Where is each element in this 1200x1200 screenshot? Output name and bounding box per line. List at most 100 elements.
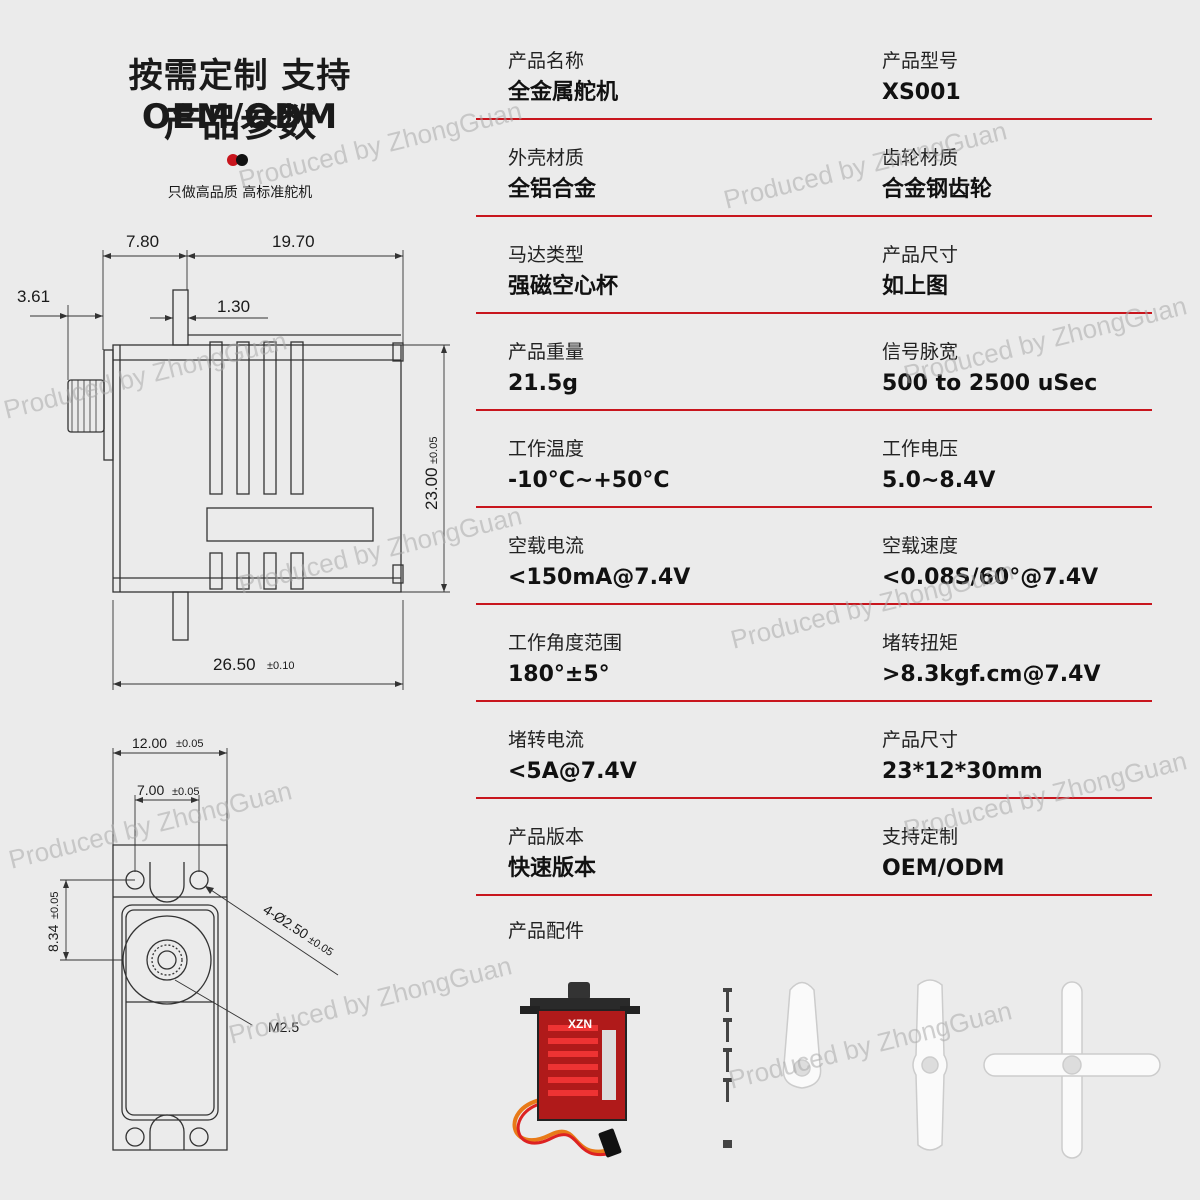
screws bbox=[723, 988, 732, 1148]
servo-brand: XZN bbox=[568, 1017, 592, 1031]
dim-780: 7.80 bbox=[126, 232, 159, 251]
spec-label: 工作角度范围 bbox=[508, 632, 623, 654]
row-divider bbox=[476, 603, 1152, 605]
spec-cell: 空载速度 <0.08S/60°@7.4V bbox=[882, 533, 1098, 593]
dim-1970: 19.70 bbox=[272, 232, 315, 251]
spec-cell: 产品尺寸如上图 bbox=[882, 242, 958, 302]
spec-value: 500 to 2500 uSec bbox=[882, 371, 1098, 396]
dim-2650-tol: ±0.10 bbox=[267, 660, 294, 672]
spec-cell: 工作电压 5.0~8.4V bbox=[882, 436, 995, 496]
spec-label: 工作电压 bbox=[882, 438, 959, 460]
spec-label: 产品名称 bbox=[508, 50, 585, 72]
spec-cell: 产品版本快速版本 bbox=[508, 824, 596, 884]
spec-cell: 产品重量 21.5g bbox=[508, 339, 584, 399]
cross-horn bbox=[983, 981, 1161, 1159]
header-title: 按需定制 支持OEM/ODM bbox=[128, 56, 352, 137]
spec-value: 21.5g bbox=[508, 371, 579, 396]
spec-label: 产品尺寸 bbox=[882, 244, 959, 266]
technical-drawing: 7.80 19.70 3.61 1.30 23.00 ±0.05 26.50 ±… bbox=[17, 232, 450, 1151]
spec-value: XS001 bbox=[882, 80, 961, 105]
spec-value: -10°C~+50°C bbox=[508, 468, 670, 493]
dim-1200: 12.00 bbox=[132, 735, 167, 751]
dim-2650: 26.50 bbox=[213, 655, 256, 674]
row-divider bbox=[476, 409, 1152, 411]
spec-value: 合金钢齿轮 bbox=[882, 177, 993, 202]
dim-834-tol: ±0.05 bbox=[49, 892, 61, 919]
spec-label: 马达类型 bbox=[508, 244, 585, 266]
spec-value: <5A@7.4V bbox=[508, 759, 637, 784]
spec-label: 支持定制 bbox=[882, 826, 959, 848]
spec-label: 空载电流 bbox=[508, 535, 585, 557]
spec-value: 快速版本 bbox=[508, 856, 597, 881]
dim-130: 1.30 bbox=[217, 297, 250, 316]
header-subtitle: 产品参数 bbox=[163, 101, 316, 145]
spec-cell: 工作角度范围 180°±5° bbox=[508, 630, 622, 690]
hole-dim: 4-Ø2.50 bbox=[260, 901, 311, 942]
spec-label: 产品型号 bbox=[882, 50, 959, 72]
spec-label: 堵转扭矩 bbox=[882, 632, 959, 654]
spec-cell: 齿轮材质合金钢齿轮 bbox=[882, 145, 992, 205]
row-divider bbox=[476, 700, 1152, 702]
hole-tol: ±0.05 bbox=[306, 934, 336, 959]
row-divider bbox=[476, 312, 1152, 314]
dim-361: 3.61 bbox=[17, 287, 50, 306]
row-divider bbox=[476, 215, 1152, 217]
thread-dim: M2.5 bbox=[268, 1019, 299, 1035]
decorative-dots bbox=[227, 154, 251, 166]
accessories-image: XZN bbox=[512, 979, 1161, 1159]
dim-2300: 23.00 bbox=[422, 467, 441, 510]
spec-cell: 空载电流 <150mA@7.4V bbox=[508, 533, 690, 593]
bottom-tab bbox=[172, 591, 189, 641]
spec-label: 信号脉宽 bbox=[882, 341, 959, 363]
spec-label: 工作温度 bbox=[508, 438, 585, 460]
row-divider bbox=[476, 894, 1152, 896]
spec-cell: 工作温度 -10°C~+50°C bbox=[508, 436, 670, 496]
black-dot-icon bbox=[236, 154, 248, 166]
spec-cell: 信号脉宽 500 to 2500 uSec bbox=[882, 339, 1097, 399]
header-slogan: 只做高品质 高标准舵机 bbox=[167, 185, 313, 201]
dim-1200-tol: ±0.05 bbox=[176, 738, 203, 750]
double-arm-horn bbox=[912, 979, 948, 1151]
row-divider bbox=[476, 118, 1152, 120]
top-tab bbox=[172, 289, 189, 346]
spec-cell: 产品型号 XS001 bbox=[882, 48, 961, 108]
spec-value: <0.08S/60°@7.4V bbox=[882, 565, 1099, 590]
dim-834: 8.34 bbox=[45, 925, 61, 952]
spec-value: 23*12*30mm bbox=[882, 759, 1043, 784]
spec-label: 齿轮材质 bbox=[882, 147, 959, 169]
dim-700: 7.00 bbox=[137, 782, 164, 798]
single-arm-horn bbox=[782, 981, 822, 1089]
spec-value: 强磁空心杯 bbox=[508, 274, 619, 299]
row-divider bbox=[476, 797, 1152, 799]
spec-cell: 堵转扭矩 >8.3kgf.cm@7.4V bbox=[882, 630, 1100, 690]
spec-value: <150mA@7.4V bbox=[508, 565, 691, 590]
spec-label: 产品重量 bbox=[508, 341, 585, 363]
spec-value: 5.0~8.4V bbox=[882, 468, 996, 493]
accessories-label: 产品配件 bbox=[508, 920, 585, 942]
spec-label: 堵转电流 bbox=[508, 729, 585, 751]
spec-label: 外壳材质 bbox=[508, 147, 585, 169]
spec-cell: 支持定制 OEM/ODM bbox=[882, 824, 1005, 884]
spec-cell: 产品尺寸 23*12*30mm bbox=[882, 727, 1043, 787]
spec-cell: 堵转电流 <5A@7.4V bbox=[508, 727, 637, 787]
connector bbox=[598, 1128, 622, 1158]
row-divider bbox=[476, 506, 1152, 508]
spec-value: OEM/ODM bbox=[882, 856, 1005, 881]
spec-label: 产品尺寸 bbox=[882, 729, 959, 751]
spec-value: 如上图 bbox=[882, 274, 949, 299]
spec-cell: 马达类型强磁空心杯 bbox=[508, 242, 618, 302]
spec-label: 产品版本 bbox=[508, 826, 585, 848]
side-slot bbox=[206, 507, 374, 542]
dim-2300-tol: ±0.05 bbox=[428, 437, 440, 464]
spec-value: >8.3kgf.cm@7.4V bbox=[882, 662, 1101, 687]
output-spline bbox=[67, 379, 105, 433]
spec-label: 空载速度 bbox=[882, 535, 959, 557]
dim-700-tol: ±0.05 bbox=[172, 786, 199, 798]
spec-cell: 产品名称全金属舵机 bbox=[508, 48, 618, 108]
spec-value: 全金属舵机 bbox=[508, 80, 619, 105]
spec-cell: 外壳材质全铝合金 bbox=[508, 145, 596, 205]
spec-value: 全铝合金 bbox=[508, 177, 597, 202]
servo-side-body bbox=[112, 344, 402, 593]
accessories-section: 产品配件 bbox=[508, 918, 584, 944]
spec-value: 180°±5° bbox=[508, 662, 610, 687]
